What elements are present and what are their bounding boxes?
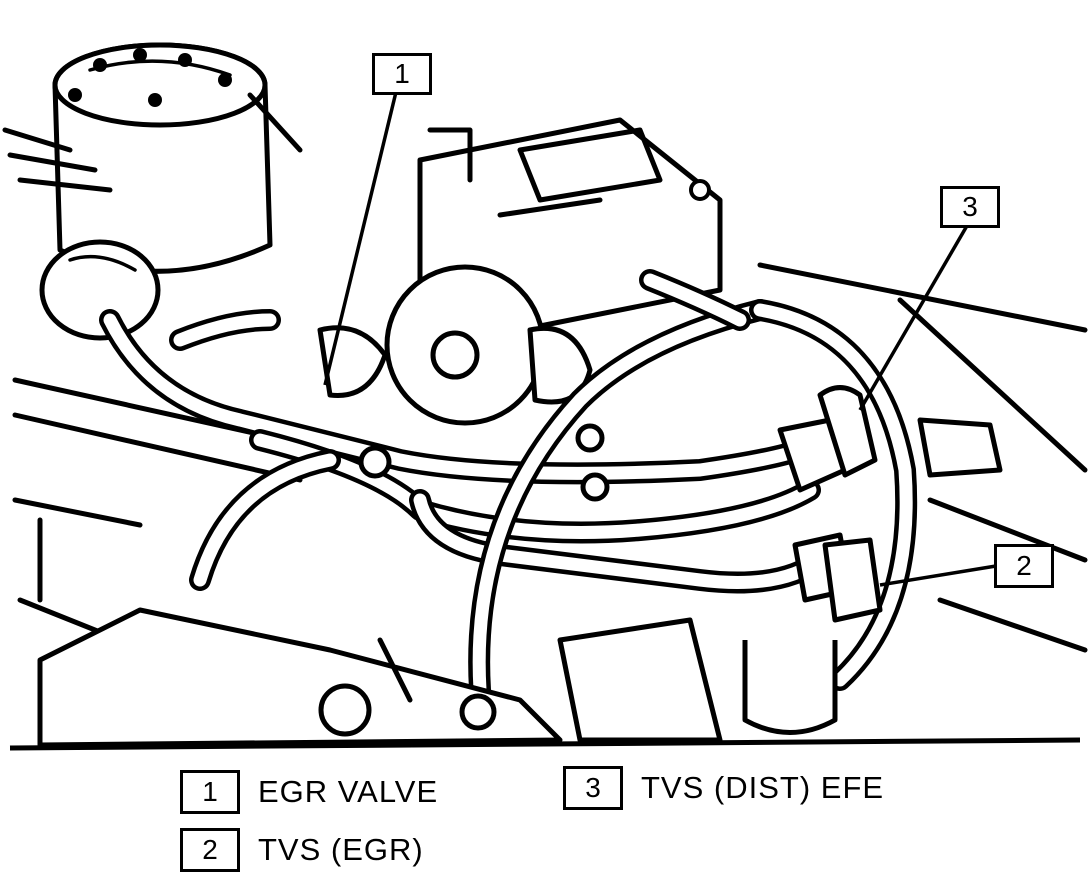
legend-label: TVS (DIST) EFE bbox=[641, 770, 885, 805]
callout-3: 3 bbox=[940, 186, 1000, 228]
callout-2: 2 bbox=[994, 544, 1054, 588]
leader-lines bbox=[323, 91, 997, 587]
tvs-switches bbox=[742, 385, 1003, 735]
legend-item-1: 1 EGR VALVE bbox=[180, 770, 438, 814]
legend-label: EGR VALVE bbox=[258, 774, 439, 809]
legend-label: TVS (EGR) bbox=[258, 832, 424, 867]
vacuum-hoses bbox=[99, 269, 918, 701]
legend-number: 1 bbox=[180, 770, 240, 814]
legend-number: 3 bbox=[563, 766, 623, 810]
distributor bbox=[2, 42, 303, 341]
valve-cover bbox=[37, 607, 723, 748]
legend-item-2: 2 TVS (EGR) bbox=[180, 828, 424, 872]
legend-number: 2 bbox=[180, 828, 240, 872]
legend-item-3: 3 TVS (DIST) EFE bbox=[563, 766, 884, 810]
legend-divider bbox=[9, 737, 1081, 751]
callout-1: 1 bbox=[372, 53, 432, 95]
